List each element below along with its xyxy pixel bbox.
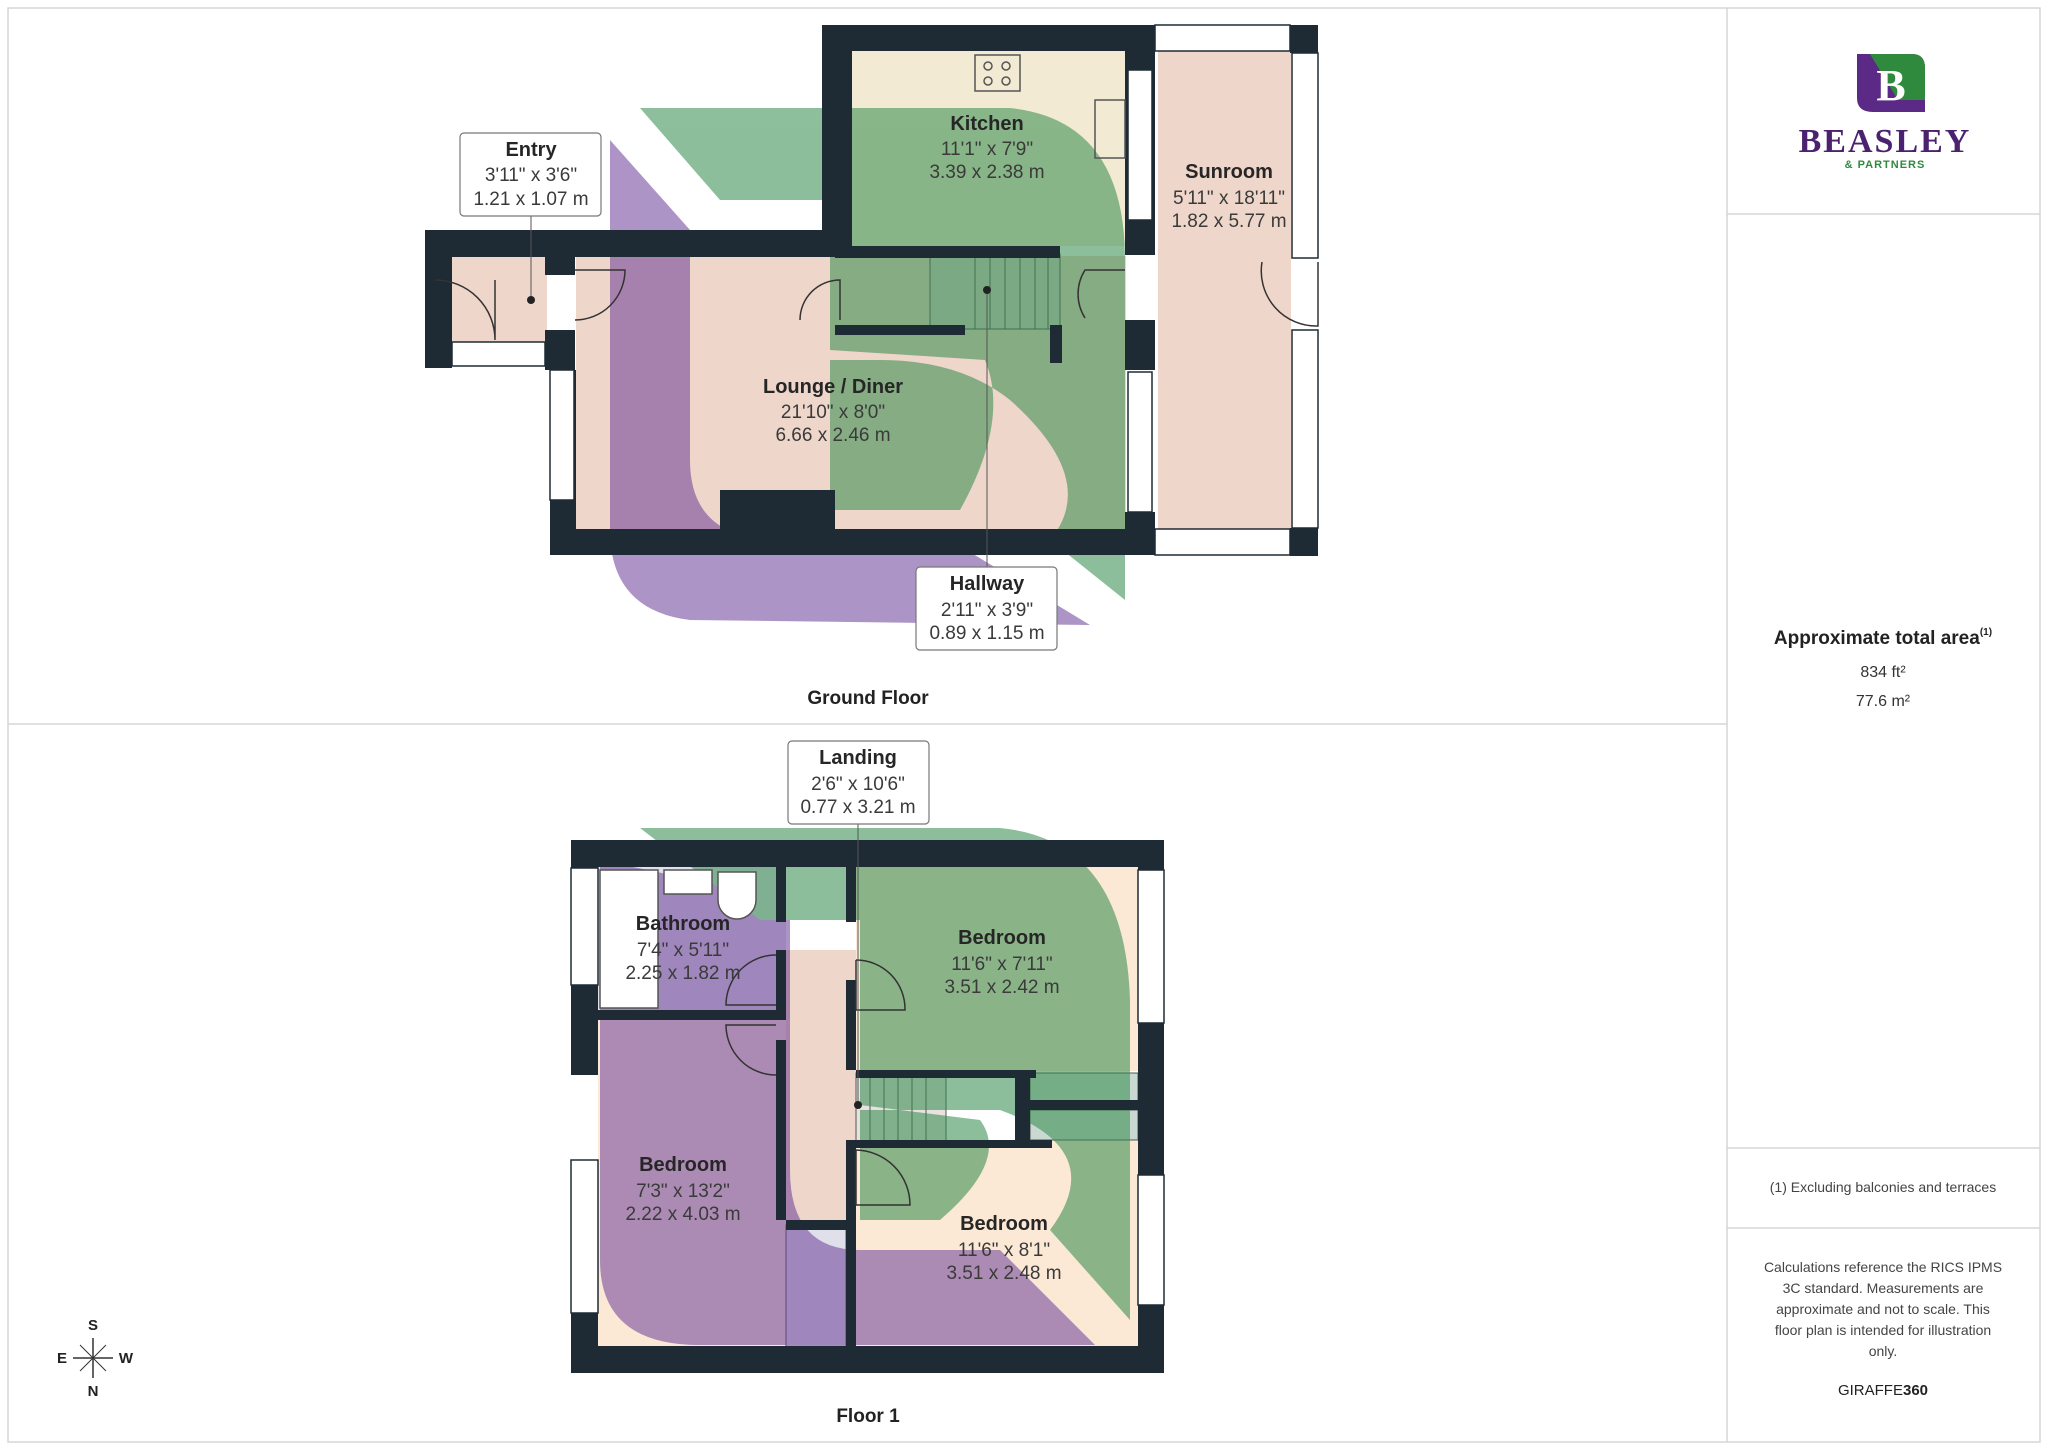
panel-frames xyxy=(7,7,2041,1443)
lounge-imperial: 21'10" x 8'0" xyxy=(781,402,885,423)
disclaimer-line: approximate and not to scale. This xyxy=(1776,1301,1990,1317)
svg-text:B: B xyxy=(1876,61,1905,110)
bathroom-imperial: 7'4" x 5'11" xyxy=(637,940,729,961)
kitchen-imperial: 11'1" x 7'9" xyxy=(941,139,1033,160)
area-note-mark: (1) xyxy=(1980,627,1992,638)
disclaimer-line: floor plan is intended for illustration xyxy=(1775,1322,1991,1338)
entry-marker xyxy=(527,296,535,304)
ground-floor-doors xyxy=(434,261,1319,341)
room-fill-sunroom xyxy=(1158,51,1291,529)
kitchen-fixtures xyxy=(974,54,1126,159)
bathroom-fixtures xyxy=(599,869,757,1009)
compass-left-letter: E xyxy=(57,1350,67,1367)
hallway-name: Hallway xyxy=(950,573,1025,595)
landing-name: Landing xyxy=(819,747,897,769)
bedroom-se-name: Bedroom xyxy=(960,1213,1048,1235)
entry-metric: 1.21 x 1.07 m xyxy=(473,189,588,210)
lounge-name: Lounge / Diner xyxy=(763,376,903,398)
first-floor-windows xyxy=(570,867,1165,1314)
sunroom-name: Sunroom xyxy=(1185,161,1273,183)
area-sqft: 834 ft² xyxy=(1860,664,1906,681)
sunroom-imperial: 5'11" x 18'11" xyxy=(1173,188,1285,209)
disclaimer-line: only. xyxy=(1869,1343,1898,1359)
area-sqm: 77.6 m² xyxy=(1856,693,1911,710)
entry-label-box xyxy=(459,132,602,217)
kitchen-name: Kitchen xyxy=(950,113,1023,135)
entry-imperial: 3'11" x 3'6" xyxy=(485,165,577,186)
disclaimer-line: Calculations reference the RICS IPMS xyxy=(1764,1259,2002,1275)
bedroom-ne-name: Bedroom xyxy=(958,927,1046,949)
landing-marker xyxy=(854,1101,862,1109)
room-fill-landing xyxy=(786,950,856,1220)
ground-floor-plan: Entry 3'11" x 3'6" 1.21 x 1.07 m Kitchen… xyxy=(425,24,1319,709)
disclaimer: Calculations reference the RICS IPMS 3C … xyxy=(1764,1259,2002,1359)
brand-subtitle: & PARTNERS xyxy=(1845,159,1926,171)
disclaimer-line: 3C standard. Measurements are xyxy=(1783,1280,1984,1296)
landing-imperial: 2'6" x 10'6" xyxy=(811,774,905,795)
first-floor-doors xyxy=(725,954,911,1206)
first-floor-label: Floor 1 xyxy=(836,1406,900,1427)
hallway-metric: 0.89 x 1.15 m xyxy=(929,623,1044,644)
credit: GIRAFFE360 xyxy=(1838,1382,1928,1399)
compass-right-letter: W xyxy=(119,1350,134,1367)
bedroom-ne-metric: 3.51 x 2.42 m xyxy=(944,977,1059,998)
bedroom-w-name: Bedroom xyxy=(639,1154,727,1176)
bedroom-se-imperial: 11'6" x 8'1" xyxy=(958,1240,1050,1261)
ground-floor-walls xyxy=(425,25,1318,556)
area-title: Approximate total area(1) xyxy=(1774,627,1992,649)
brand-name: BEASLEY xyxy=(1799,123,1972,160)
bathroom-metric: 2.25 x 1.82 m xyxy=(625,963,740,984)
compass-bottom-letter: N xyxy=(88,1383,99,1400)
brand-logo: B xyxy=(1857,54,1925,112)
first-floor-walls xyxy=(571,840,1164,1373)
bathroom-name: Bathroom xyxy=(636,913,730,935)
hallway-label-box xyxy=(915,566,1058,651)
ground-floor-windows xyxy=(451,24,1319,556)
footnote: (1) Excluding balconies and terraces xyxy=(1770,1179,1996,1195)
bedroom-w-imperial: 7'3" x 13'2" xyxy=(636,1181,730,1202)
bedroom-ne-imperial: 11'6" x 7'11" xyxy=(951,954,1052,975)
lounge-metric: 6.66 x 2.46 m xyxy=(775,425,890,446)
ground-floor-label: Ground Floor xyxy=(807,688,929,709)
entry-name: Entry xyxy=(505,139,557,161)
bedroom-se-metric: 3.51 x 2.48 m xyxy=(946,1263,1061,1284)
bedroom-w-metric: 2.22 x 4.03 m xyxy=(625,1204,740,1225)
hallway-marker xyxy=(983,286,991,294)
kitchen-metric: 3.39 x 2.38 m xyxy=(929,162,1044,183)
sunroom-metric: 1.82 x 5.77 m xyxy=(1171,211,1286,232)
compass-top-letter: S xyxy=(88,1317,98,1334)
hallway-imperial: 2'11" x 3'9" xyxy=(941,600,1033,621)
first-floor-plan: Landing 2'6" x 10'6" 0.77 x 3.21 m Bathr… xyxy=(570,740,1165,1427)
landing-metric: 0.77 x 3.21 m xyxy=(800,797,915,818)
watermark-logo-ground xyxy=(610,108,1125,625)
compass: S E W N xyxy=(57,1317,134,1400)
landing-label-box xyxy=(787,740,930,825)
